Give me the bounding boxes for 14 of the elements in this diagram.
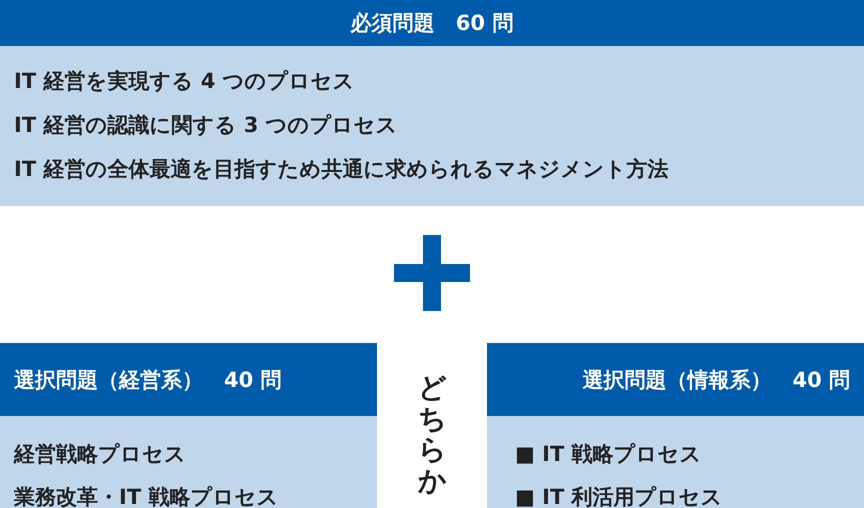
list-item: ■ IT 利活用プロセス (515, 484, 723, 508)
list-item: 経営戦略プロセス (14, 441, 186, 468)
list-item: IT 経営の全体最適を目指すため共通に求められるマネジメント方法 (14, 156, 668, 183)
info-panel (0, 343, 377, 508)
panel-heading: 必須問題 60 問 (0, 0, 864, 46)
list-item: IT 経営を実現する 4 つのプロセス (14, 68, 355, 95)
choice-label: どちらか (418, 372, 447, 496)
list-item: IT 経営の認識に関する 3 つのプロセス (14, 112, 398, 139)
list-item: 業務改革・IT 戦略プロセス (14, 484, 278, 508)
panel-heading: 選択問題（情報系） 40 問 (487, 343, 864, 416)
info-panel (0, 0, 864, 206)
info-panel (487, 343, 864, 508)
panel-heading: 選択問題（経営系） 40 問 (0, 343, 377, 416)
list-item: ■ IT 戦略プロセス (515, 441, 702, 468)
